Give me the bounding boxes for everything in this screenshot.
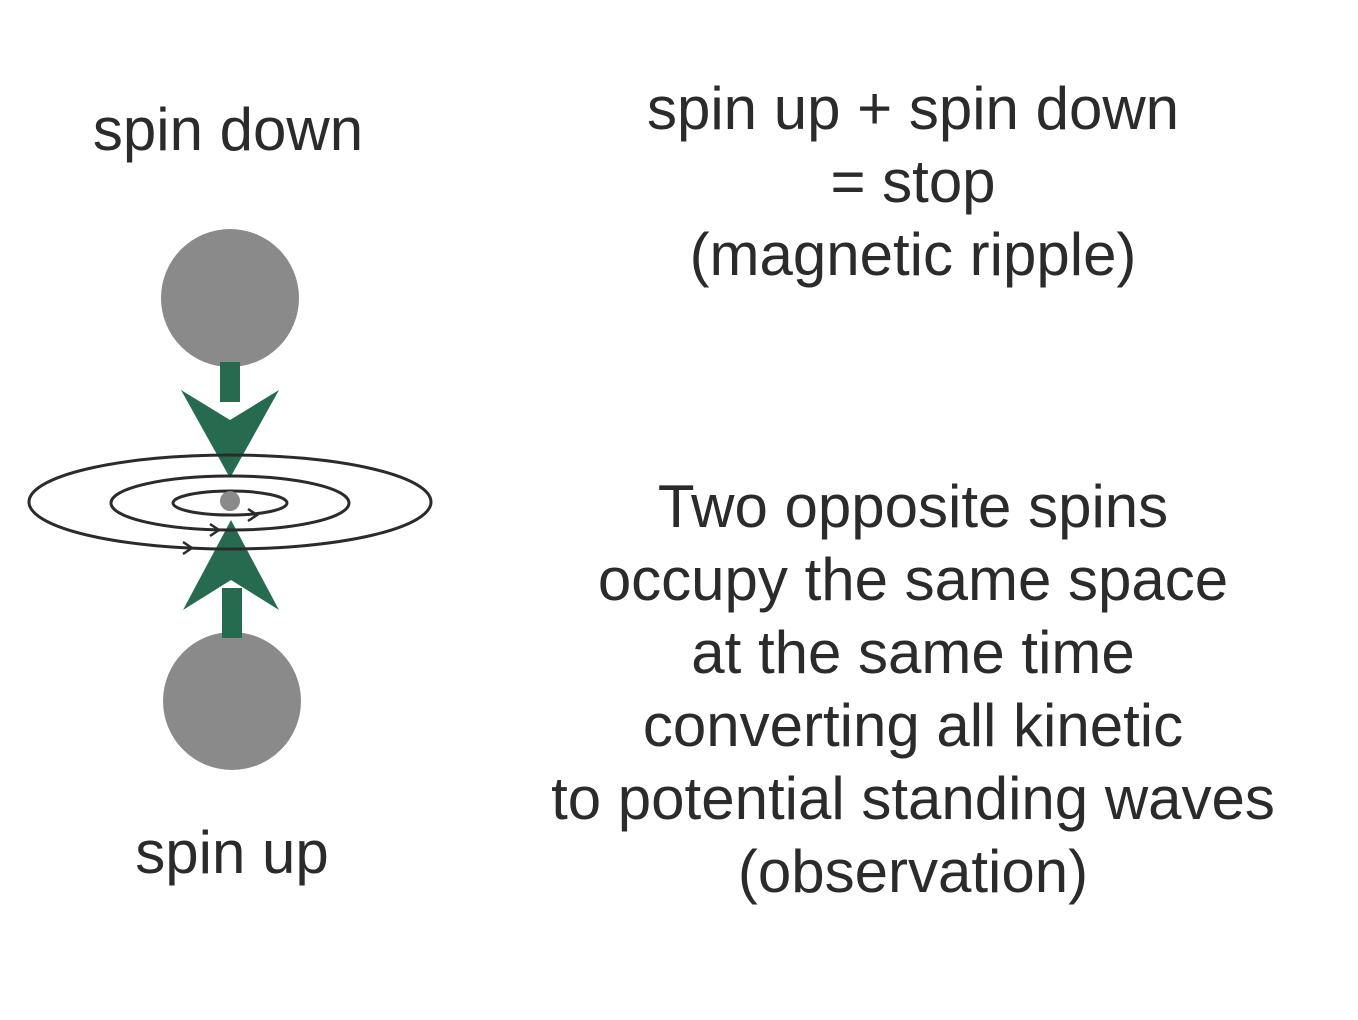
description-line: to potential standing waves	[551, 765, 1275, 832]
spin-down-label: spin down	[92, 96, 364, 163]
magnetic-ripple	[27, 453, 433, 551]
center-point	[220, 491, 240, 511]
description-line: converting all kinetic	[642, 692, 1184, 759]
spin-up-particle	[163, 632, 301, 770]
ripple-direction-chevrons	[182, 507, 260, 556]
description-line: occupy the same space	[597, 546, 1229, 613]
spin-down-arrow	[181, 362, 279, 478]
description-line: (observation)	[737, 838, 1089, 905]
spin-down-particle	[161, 229, 299, 367]
spin-up-label: spin up	[135, 819, 329, 886]
chevron-right-icon	[182, 540, 195, 556]
description-line: at the same time	[691, 619, 1135, 686]
description-text-block: Two opposite spins occupy the same space…	[551, 470, 1275, 908]
spin-up-arrow	[183, 520, 279, 638]
ripple-ring-middle	[109, 474, 351, 532]
ripple-ring-outer	[27, 453, 433, 551]
sum-text-block: spin up + spin down = stop (magnetic rip…	[647, 72, 1179, 291]
description-line: Two opposite spins	[657, 473, 1169, 540]
chevron-right-icon	[247, 507, 260, 523]
chevron-right-icon	[209, 522, 222, 538]
sum-line: (magnetic ripple)	[689, 221, 1137, 288]
sum-line: spin up + spin down	[646, 75, 1180, 142]
sum-line: = stop	[830, 148, 996, 215]
